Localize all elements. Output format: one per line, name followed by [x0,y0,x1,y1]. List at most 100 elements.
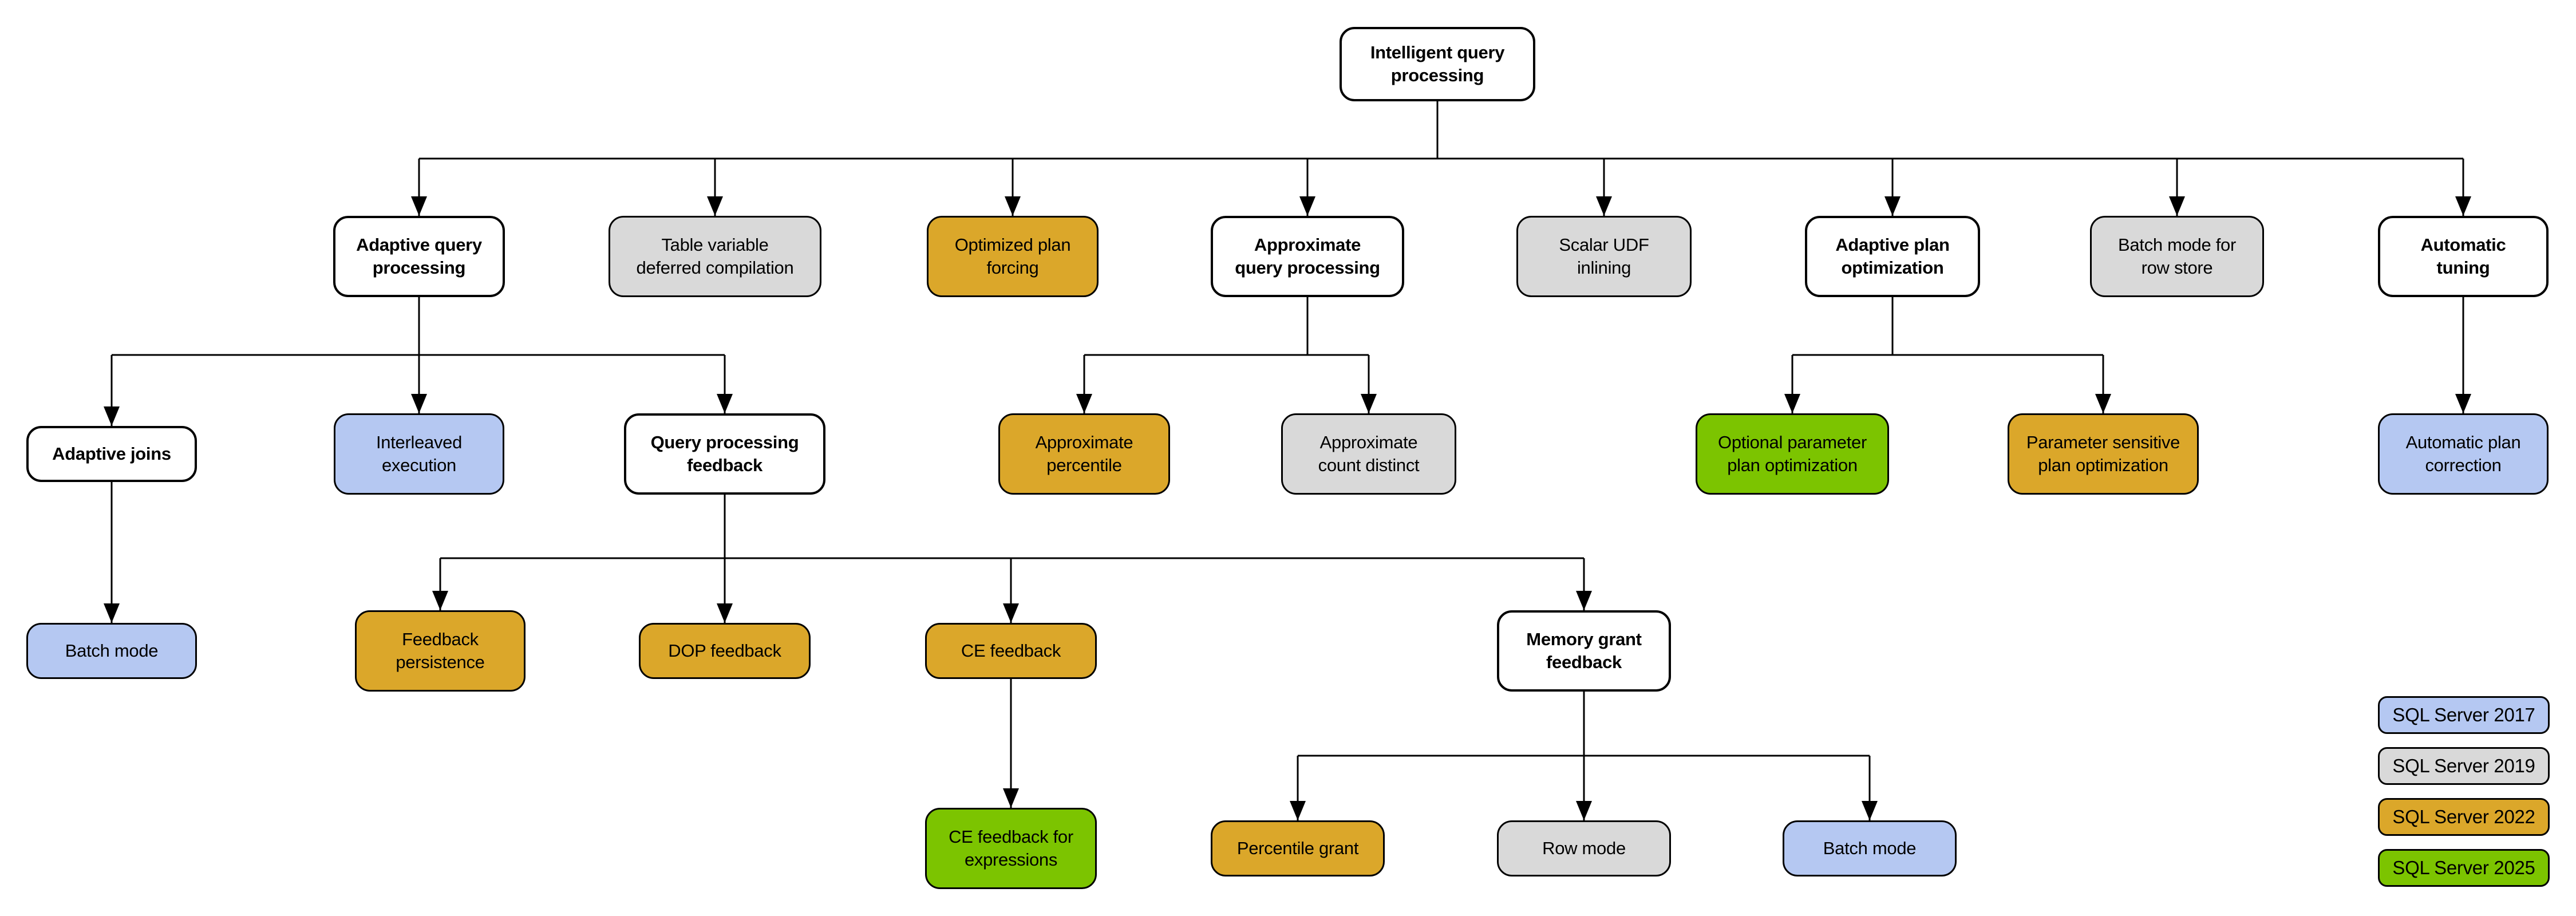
node-label-line: Interleaved [376,432,463,452]
arrowhead-icon [2095,394,2111,413]
node-approximate-count-distinct: Approximate count distinct [1281,413,1456,495]
node-label-line: Automatic plan [2405,432,2521,452]
arrowhead-icon [1884,196,1901,216]
node-row-mode: Row mode [1497,820,1671,876]
arrowhead-icon [717,603,733,623]
node-label-line: Scalar UDF [1559,235,1649,255]
arrowhead-icon [1596,196,1612,216]
arrowhead-icon [1576,591,1592,610]
node-label-line: count distinct [1318,455,1420,475]
arrowhead-icon [2169,196,2185,216]
node-label-line: Automatic [2420,235,2506,255]
node-parameter-sensitive-plan-optimization: Parameter sensitive plan optimization [2008,413,2199,495]
node-label-line: Feedback [402,629,479,649]
arrowhead-icon [104,603,120,623]
node-label-line: Optional parameter [1718,432,1867,452]
arrowhead-icon [432,591,448,610]
node-label-line: expressions [964,850,1058,870]
node-label-line: Batch mode for [2117,235,2237,255]
node-batch-mode-adaptive-joins: Batch mode [26,623,197,679]
node-label-line: Optimized plan [954,235,1071,255]
node-table-variable-deferred-compilation: Table variable deferred compilation [609,216,821,297]
node-memory-grant-feedback: Memory grant feedback [1497,610,1671,692]
node-label-line: Approximate [1319,432,1418,452]
arrowhead-icon [707,196,723,216]
node-feedback-persistence: Feedback persistence [355,610,526,692]
arrowhead-icon [2455,196,2471,216]
arrowhead-icon [1576,801,1592,820]
node-label-line: Adaptive joins [52,444,171,464]
node-label-line: Adaptive query [356,235,482,255]
arrowhead-icon [411,394,427,413]
arrowhead-icon [1003,603,1019,623]
node-automatic-tuning: Automatic tuning [2378,216,2549,297]
arrowhead-icon [2455,394,2471,413]
node-label-line: Approximate [1035,432,1133,452]
node-label-line: persistence [396,652,485,672]
legend-item-sql-server-2017: SQL Server 2017 [2378,696,2550,734]
node-label-line: deferred compilation [636,258,794,278]
node-label-line: inlining [1577,258,1631,278]
node-label-line: optimization [1841,258,1944,278]
node-label-line: Parameter sensitive [2026,432,2180,452]
node-scalar-udf-inlining: Scalar UDF inlining [1516,216,1692,297]
arrowhead-icon [104,406,120,426]
node-label-line: correction [2425,455,2502,475]
arrowhead-icon [1784,394,1800,413]
node-label-line: percentile [1046,455,1122,475]
node-query-processing-feedback: Query processing feedback [624,413,825,495]
node-label-line: Percentile grant [1236,838,1359,858]
node-label-line: row store [2141,258,2213,278]
legend-item-sql-server-2019: SQL Server 2019 [2378,747,2550,785]
node-ce-feedback: CE feedback [925,623,1097,679]
arrowhead-icon [1862,801,1878,820]
node-label-line: feedback [1546,652,1622,672]
node-label-line: Table variable [661,235,769,255]
legend-item-sql-server-2025: SQL Server 2025 [2378,849,2550,887]
node-label-line: forcing [986,258,1039,278]
node-label-line: tuning [2436,258,2490,278]
node-adaptive-joins: Adaptive joins [26,426,197,482]
arrowhead-icon [717,394,733,413]
node-label-line: Approximate [1254,235,1361,255]
node-label-line: Batch mode [65,641,159,661]
node-automatic-plan-correction: Automatic plan correction [2378,413,2549,495]
node-label-line: CE feedback for [949,827,1073,847]
node-label-line: processing [1390,65,1484,85]
arrowhead-icon [411,196,427,216]
arrowhead-icon [1299,196,1315,216]
node-label-line: Batch mode [1823,838,1917,858]
node-label-line: Memory grant [1526,629,1642,649]
node-approximate-percentile: Approximate percentile [998,413,1170,495]
node-interleaved-execution: Interleaved execution [334,413,504,495]
node-label-line: Adaptive plan [1835,235,1950,255]
node-batch-mode-memory-grant: Batch mode [1783,820,1957,876]
node-label-line: CE feedback [961,641,1061,661]
node-label-line: Intelligent query [1370,42,1505,62]
node-batch-mode-for-row-store: Batch mode for row store [2090,216,2264,297]
node-label-line: plan optimization [2038,455,2168,475]
node-label-line: feedback [687,455,762,475]
arrowhead-icon [1290,801,1306,820]
node-label-line: processing [372,258,466,278]
node-ce-feedback-for-expressions: CE feedback for expressions [925,808,1097,889]
node-optimized-plan-forcing: Optimized plan forcing [927,216,1099,297]
arrowhead-icon [1361,394,1377,413]
arrowhead-icon [1076,394,1092,413]
node-label-line: execution [381,455,456,475]
node-intelligent-query-processing: Intelligent query processing [1340,27,1535,101]
node-label-line: Row mode [1542,838,1626,858]
node-adaptive-query-processing: Adaptive query processing [333,216,505,297]
node-dop-feedback: DOP feedback [639,623,811,679]
node-label-line: DOP feedback [668,641,781,661]
node-optional-parameter-plan-optimization: Optional parameter plan optimization [1696,413,1889,495]
arrowhead-icon [1003,788,1019,808]
node-label-line: Query processing [650,432,799,452]
legend-item-sql-server-2022: SQL Server 2022 [2378,798,2550,836]
node-label-line: plan optimization [1727,455,1858,475]
node-label-line: query processing [1235,258,1380,278]
node-percentile-grant: Percentile grant [1211,820,1385,876]
node-adaptive-plan-optimization: Adaptive plan optimization [1805,216,1980,297]
